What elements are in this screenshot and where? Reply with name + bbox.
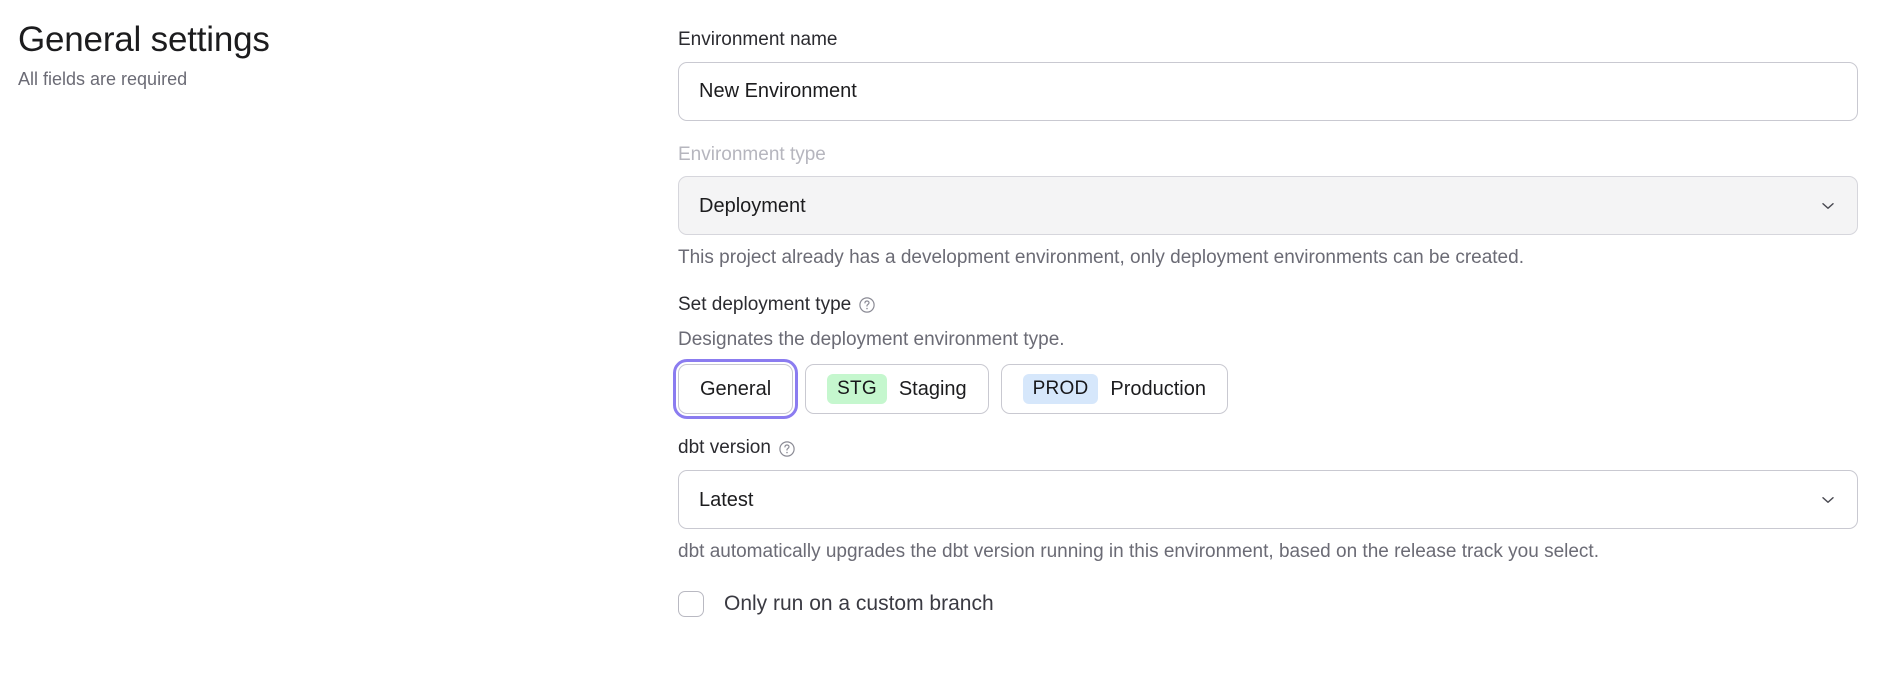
environment-name-label: Environment name bbox=[678, 29, 838, 50]
settings-form: Environment name New Environment Environ… bbox=[672, 28, 1858, 617]
deployment-type-option-staging[interactable]: STG Staging bbox=[805, 364, 989, 415]
environment-name-value: New Environment bbox=[699, 80, 857, 103]
environment-type-select[interactable]: Deployment bbox=[678, 176, 1858, 236]
dbt-version-select[interactable]: Latest bbox=[678, 470, 1858, 530]
environment-type-label: Environment type bbox=[678, 143, 826, 165]
staging-badge: STG bbox=[827, 374, 887, 405]
custom-branch-checkbox[interactable] bbox=[678, 590, 704, 617]
deployment-type-field: Set deployment type Designates the deplo… bbox=[672, 293, 1858, 420]
dbt-version-value: Latest bbox=[699, 488, 754, 511]
help-circle-icon[interactable] bbox=[778, 440, 796, 458]
environment-type-field: Environment type Deployment This project… bbox=[678, 143, 1858, 271]
dbt-version-help-text: dbt automatically upgrades the dbt versi… bbox=[678, 541, 1599, 563]
deployment-type-option-staging-label: Staging bbox=[898, 377, 967, 400]
environment-name-field: Environment name New Environment bbox=[678, 28, 1858, 121]
page-title: General settings bbox=[18, 20, 270, 59]
production-badge: PROD bbox=[1022, 374, 1099, 405]
deployment-type-options: General STG Staging PROD Production bbox=[672, 359, 1858, 420]
custom-branch-row: Only run on a custom branch bbox=[678, 590, 1858, 617]
environment-type-help-text: This project already has a development e… bbox=[678, 247, 1524, 269]
settings-header: General settings All fields are required bbox=[18, 18, 638, 91]
help-circle-icon[interactable] bbox=[858, 296, 876, 314]
deployment-type-option-production-label: Production bbox=[1110, 377, 1206, 400]
environment-name-input[interactable]: New Environment bbox=[678, 61, 1858, 121]
chevron-down-icon bbox=[1819, 491, 1837, 509]
environment-type-value: Deployment bbox=[699, 194, 806, 217]
dbt-version-field: dbt version Latest dbt automatica bbox=[678, 436, 1858, 564]
chevron-down-icon bbox=[1819, 197, 1837, 215]
dbt-version-label: dbt version bbox=[678, 437, 771, 459]
deployment-type-option-production[interactable]: PROD Production bbox=[1000, 364, 1228, 415]
custom-branch-label[interactable]: Only run on a custom branch bbox=[724, 592, 994, 616]
page-subtitle: All fields are required bbox=[18, 68, 188, 89]
deployment-type-label-row: Set deployment type bbox=[678, 293, 1858, 318]
deployment-type-option-general[interactable]: General bbox=[672, 359, 799, 420]
deployment-type-option-general-label: General bbox=[700, 377, 772, 400]
deployment-type-label: Set deployment type bbox=[678, 294, 852, 316]
dbt-version-label-row: dbt version bbox=[678, 436, 1858, 461]
deployment-type-description: Designates the deployment environment ty… bbox=[678, 328, 1065, 350]
